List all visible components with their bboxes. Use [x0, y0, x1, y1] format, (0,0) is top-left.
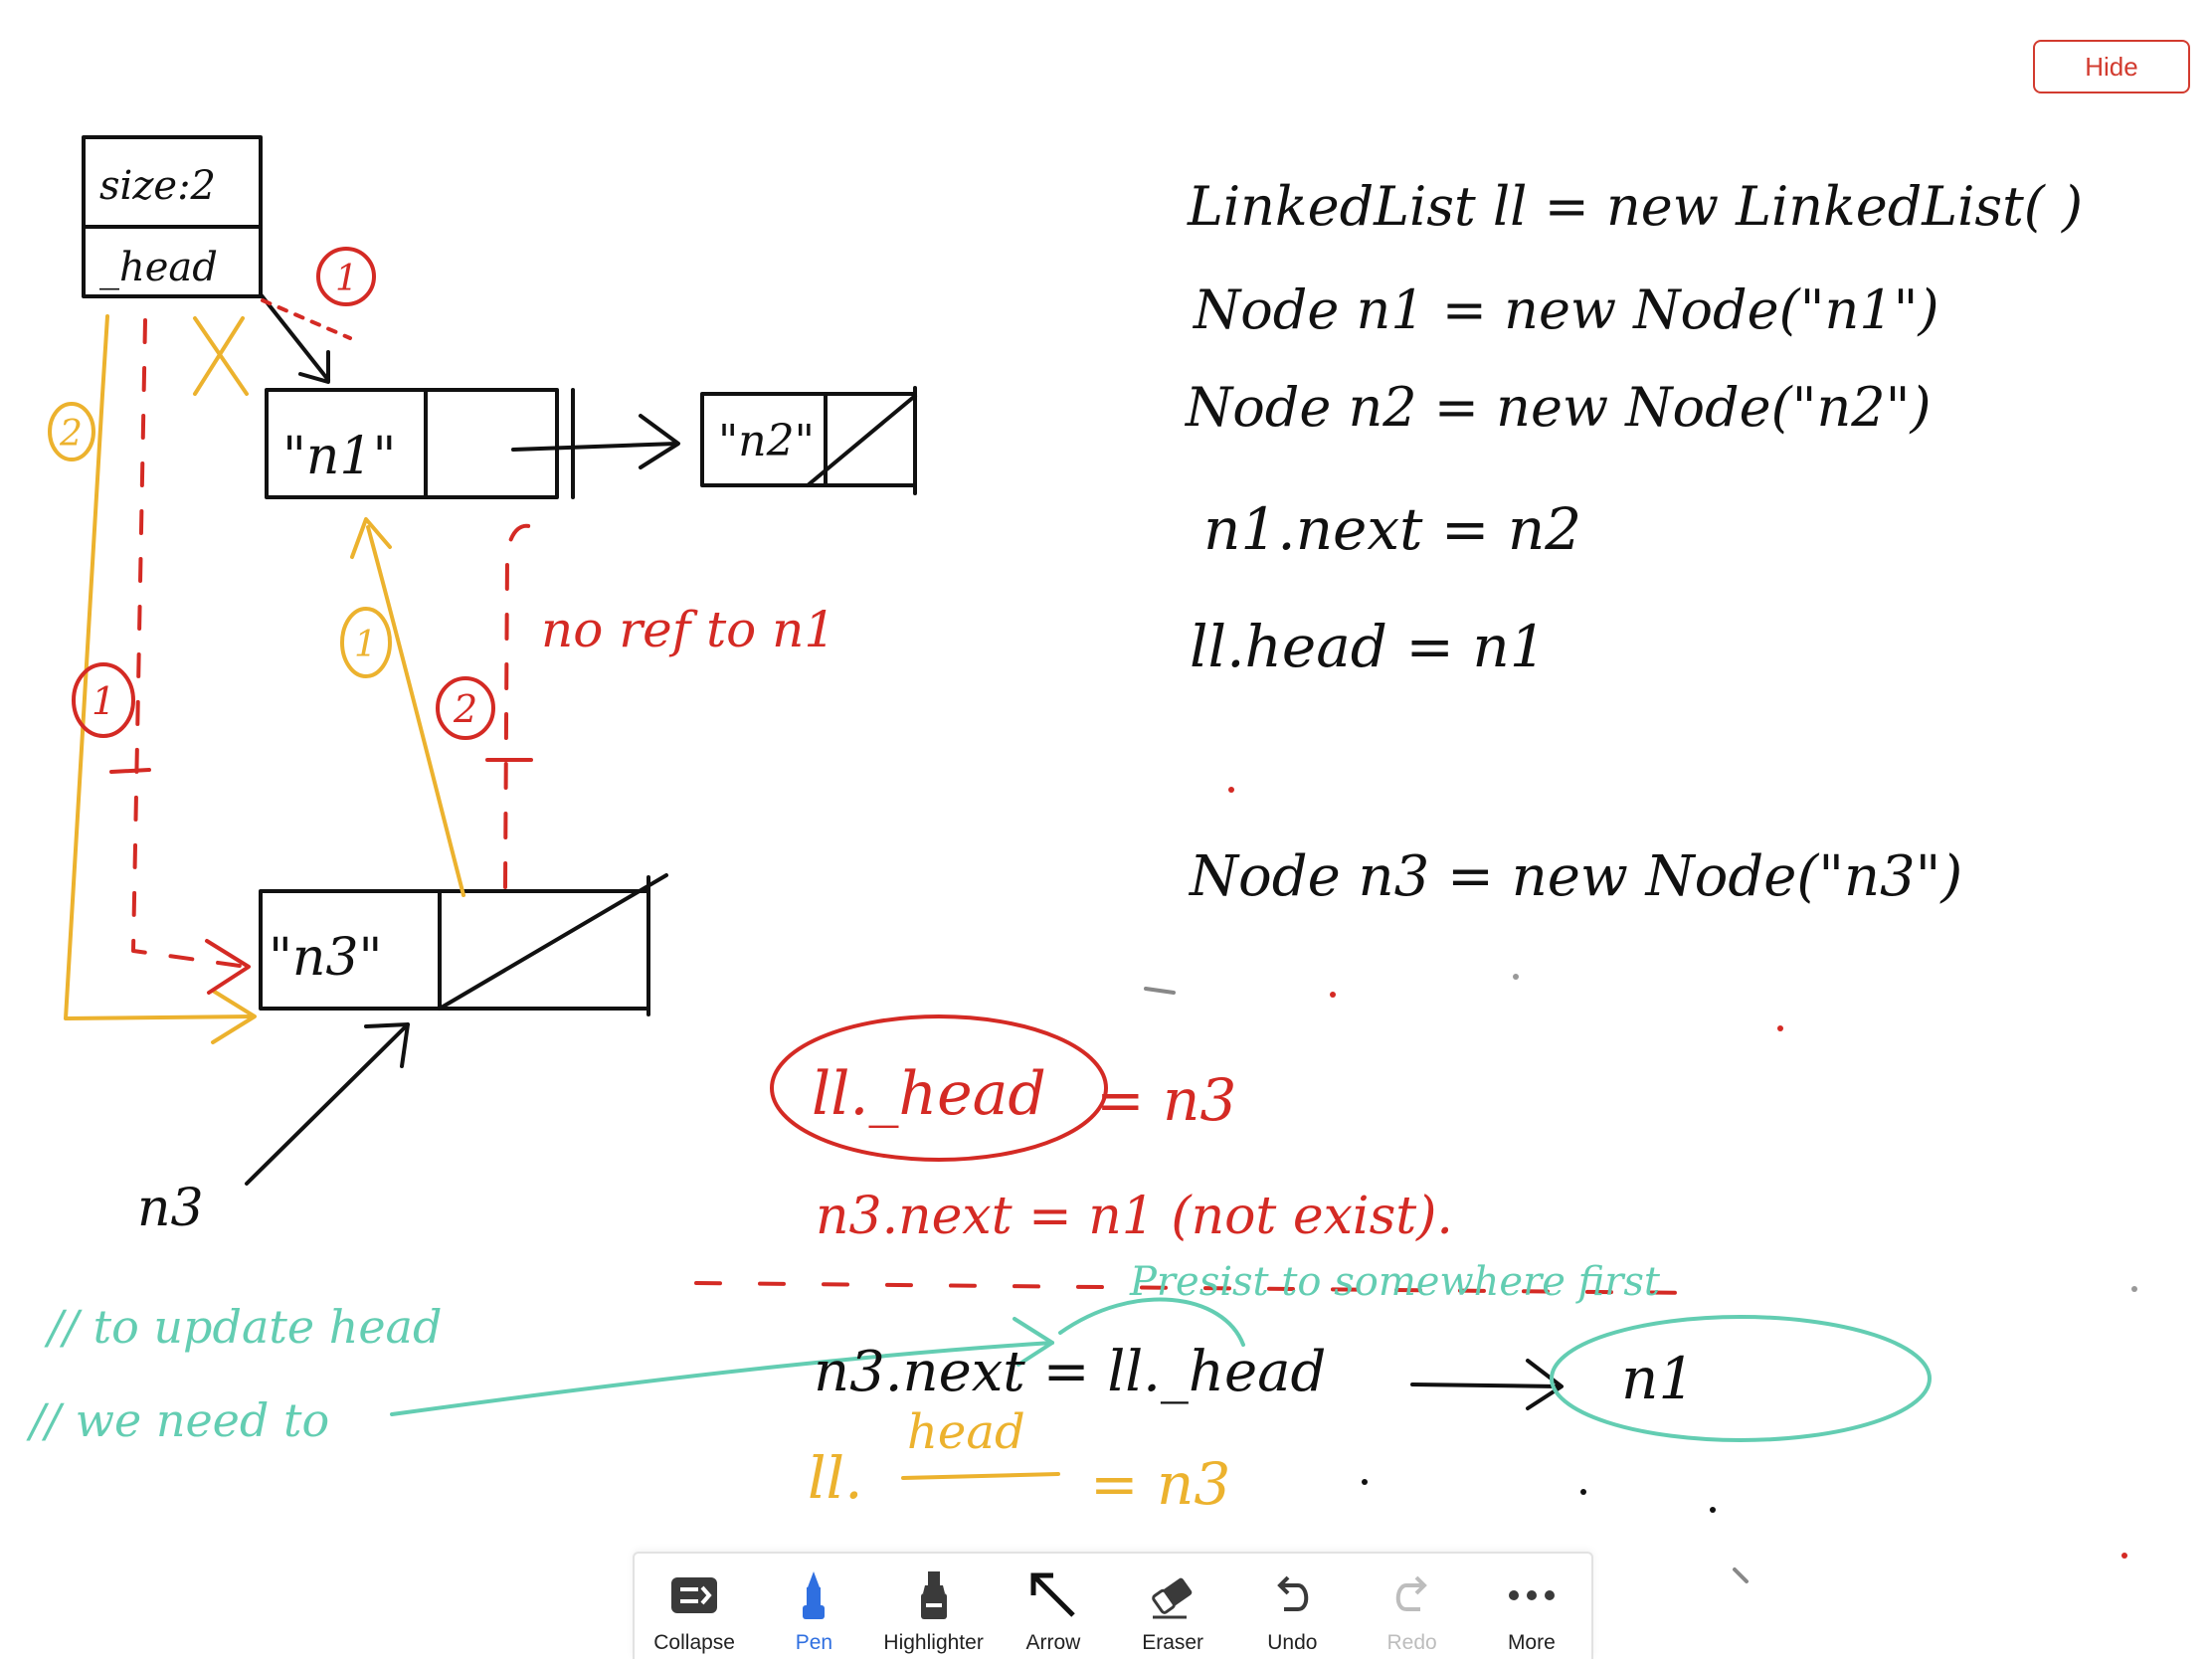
stray-dots: [1144, 787, 2137, 1583]
step-1-left-label: 1: [92, 679, 115, 723]
code-line-5: ll.head = n1: [1190, 613, 1547, 680]
collapse-label: Collapse: [653, 1631, 735, 1654]
eraser-button[interactable]: Eraser: [1118, 1554, 1227, 1659]
yellow-head-label: head: [907, 1404, 1025, 1460]
code-line-3: Node n2 = new Node("n2"): [1184, 376, 1932, 439]
node-n3-value: "n3": [269, 928, 382, 988]
redo-icon: [1386, 1569, 1438, 1621]
persist-note: Presist to somewhere first: [1129, 1259, 1661, 1305]
node-n2-value: "n2": [718, 416, 815, 466]
n3-next-note: n3.next = n1 (not exist).: [816, 1187, 1453, 1246]
assign-n3-note: = n3: [1096, 1066, 1236, 1134]
collapse-button[interactable]: Collapse: [640, 1554, 749, 1659]
variable-n3-label: n3: [137, 1179, 204, 1238]
code-line-2: Node n1 = new Node("n1"): [1192, 278, 1939, 341]
undo-icon: [1266, 1569, 1318, 1621]
collapse-icon: [668, 1569, 720, 1621]
step-2-left-label: 2: [59, 414, 83, 455]
eraser-icon: [1147, 1569, 1198, 1621]
highlighter-icon: [908, 1569, 960, 1621]
code-line-1: LinkedList ll = new LinkedList( ): [1187, 175, 2083, 238]
arrow-button[interactable]: Arrow: [999, 1554, 1108, 1659]
list-size-label: size:2: [99, 163, 216, 209]
teal-ink-strokes: [390, 1297, 1932, 1442]
code-line-4: n1.next = n2: [1203, 495, 1581, 563]
step-1-mid-label: 1: [354, 625, 377, 665]
step-1-top-label: 1: [335, 259, 358, 299]
yellow-ll-prefix: ll.: [808, 1444, 863, 1512]
more-button[interactable]: More: [1477, 1554, 1586, 1659]
comment-we-need-to: // we need to: [26, 1393, 329, 1447]
black-diagram-strokes: [82, 135, 1564, 1410]
drawing-toolbar: Collapse Pen Highlighter Arrow Eraser Un…: [633, 1552, 1593, 1659]
arrow-label: Arrow: [1025, 1631, 1081, 1654]
code-line-6: Node n3 = new Node("n3"): [1188, 844, 1962, 909]
yellow-ink-strokes: [48, 314, 1060, 1480]
redo-button[interactable]: Redo: [1358, 1554, 1467, 1659]
undo-button[interactable]: Undo: [1237, 1554, 1347, 1659]
more-label: More: [1507, 1631, 1556, 1654]
no-ref-note: no ref to n1: [541, 601, 835, 658]
result-n1-label: n1: [1621, 1345, 1695, 1412]
comment-update-head: // to update head: [44, 1300, 442, 1354]
node-n1-value: "n1": [282, 427, 396, 486]
arrow-icon: [1027, 1569, 1079, 1621]
list-head-label: _head: [99, 245, 218, 290]
eraser-label: Eraser: [1142, 1631, 1204, 1654]
highlighter-label: Highlighter: [883, 1631, 984, 1654]
pen-button[interactable]: Pen: [759, 1554, 868, 1659]
more-icon: [1506, 1569, 1558, 1621]
red-ink-strokes: [72, 247, 1699, 1295]
highlighter-button[interactable]: Highlighter: [879, 1554, 989, 1659]
yellow-assign-n3: = n3: [1090, 1450, 1230, 1518]
pen-icon: [788, 1569, 839, 1621]
redo-label: Redo: [1386, 1631, 1437, 1654]
hide-button[interactable]: Hide: [2033, 40, 2190, 93]
n3-next-head-line: n3.next = ll._head: [814, 1340, 1326, 1404]
circled-head-note: ll._head: [812, 1059, 1046, 1129]
pen-label: Pen: [795, 1631, 833, 1654]
undo-label: Undo: [1267, 1631, 1318, 1654]
step-2-mid-label: 2: [453, 687, 477, 731]
